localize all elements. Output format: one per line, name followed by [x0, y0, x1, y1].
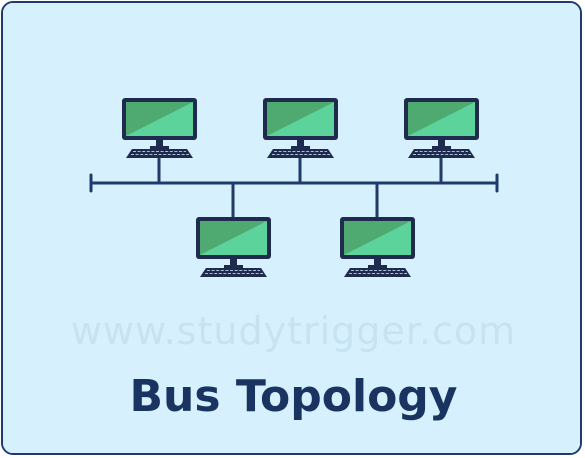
keyboard-icon: [408, 149, 475, 158]
keyboard-icon: [267, 149, 334, 158]
computer-bottom-1: [196, 217, 271, 277]
computer-top-1: [122, 98, 197, 158]
card-background: [3, 3, 580, 453]
keyboard-icon: [126, 149, 193, 158]
monitor-icon: [340, 217, 415, 268]
bus-topology-diagram: [3, 3, 580, 453]
keyboard-icon: [344, 268, 411, 277]
keyboard-icon: [200, 268, 267, 277]
monitor-icon: [196, 217, 271, 268]
monitor-icon: [263, 98, 338, 149]
computer-top-2: [263, 98, 338, 158]
monitor-icon: [404, 98, 479, 149]
watermark-text: www.studytrigger.com: [70, 309, 517, 353]
bus-backbone: [89, 153, 499, 219]
computer-bottom-2: [340, 217, 415, 277]
computer-top-3: [404, 98, 479, 158]
monitor-icon: [122, 98, 197, 149]
diagram-title: Bus Topology: [129, 371, 458, 422]
